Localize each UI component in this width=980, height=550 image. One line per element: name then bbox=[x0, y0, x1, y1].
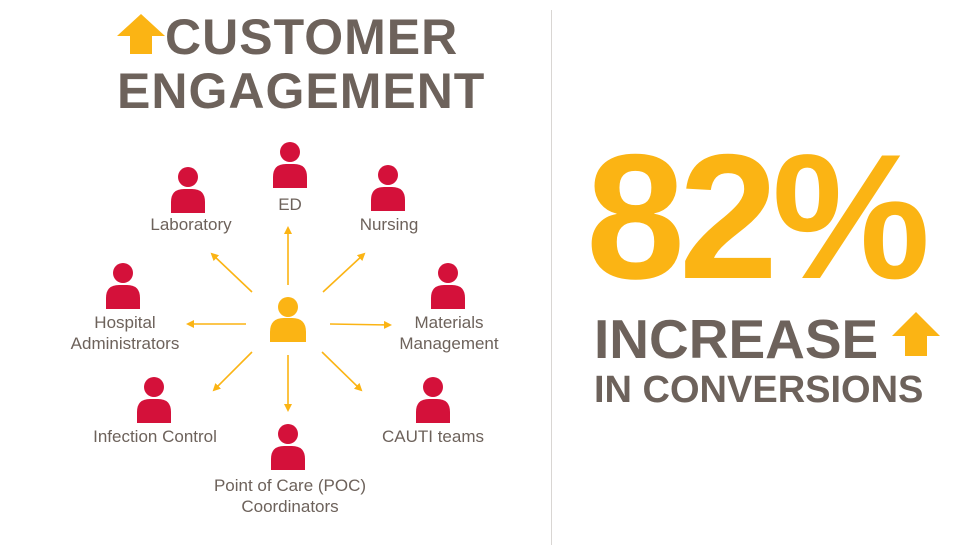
center-person-icon bbox=[270, 297, 306, 342]
node-label-poc-coordinators: Point of Care (POC) Coordinators bbox=[213, 476, 367, 516]
arrow-to-nursing bbox=[322, 252, 366, 293]
nursing-person-icon bbox=[371, 165, 405, 211]
laboratory-person-icon bbox=[171, 167, 205, 213]
engagement-diagram bbox=[106, 142, 465, 470]
arrow-to-infection-control bbox=[212, 351, 253, 392]
header-up-arrow-icon bbox=[117, 14, 165, 54]
title-line-2: ENGAGEMENT bbox=[117, 63, 486, 119]
node-label-materials-management: Materials Management bbox=[399, 313, 499, 353]
stat-up-arrow-icon bbox=[892, 312, 940, 356]
hospital-administrators-person-icon bbox=[106, 263, 140, 309]
stat-value: 82% bbox=[586, 117, 930, 316]
node-label-hospital-administrators: Hospital Administrators bbox=[70, 313, 180, 353]
cauti-teams-person-icon bbox=[416, 377, 450, 423]
stat-line-2: IN CONVERSIONS bbox=[594, 369, 924, 411]
materials-management-person-icon bbox=[431, 263, 465, 309]
node-label-infection-control: Infection Control bbox=[93, 427, 217, 446]
node-label-nursing: Nursing bbox=[359, 215, 419, 234]
vertical-divider bbox=[551, 10, 552, 545]
ed-person-icon bbox=[273, 142, 307, 188]
title-line-1: CUSTOMER bbox=[165, 9, 459, 65]
stat-line-1: INCREASE bbox=[594, 308, 879, 370]
arrow-to-materials-management bbox=[329, 320, 392, 329]
infection-control-person-icon bbox=[137, 377, 171, 423]
node-label-cauti-teams: CAUTI teams bbox=[381, 427, 485, 446]
node-label-ed: ED bbox=[278, 195, 302, 214]
arrow-to-cauti-teams bbox=[321, 351, 363, 392]
node-label-laboratory: Laboratory bbox=[150, 215, 232, 234]
arrow-to-laboratory bbox=[210, 252, 253, 293]
poc-coordinators-person-icon bbox=[271, 424, 305, 470]
